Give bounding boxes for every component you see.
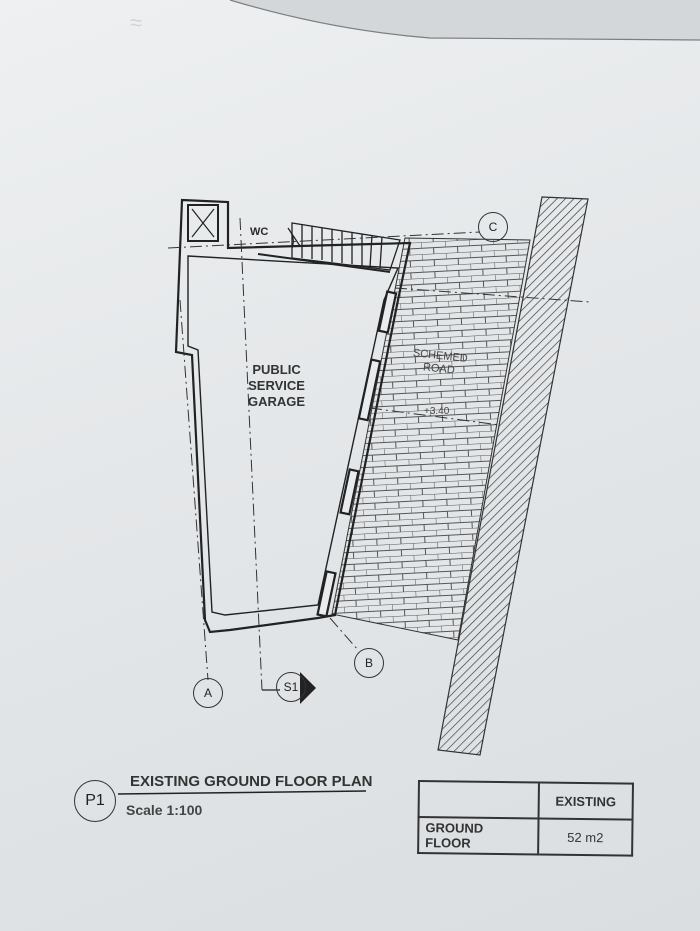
inner-wall xyxy=(187,255,400,616)
area-table: EXISTING GROUND FLOOR 52 m2 xyxy=(417,780,634,857)
grid-marker-b: B xyxy=(354,648,384,678)
grid-marker-c: C xyxy=(478,212,508,242)
road-label: SCHEMED ROAD xyxy=(411,347,468,379)
grid-lines xyxy=(167,217,591,691)
room-label: PUBLIC SERVICE GARAGE xyxy=(248,362,305,410)
drawing-scale: Scale 1:100 xyxy=(126,802,203,818)
area-table-blank xyxy=(418,781,539,819)
section-marker: S1 xyxy=(276,672,306,702)
area-table-header: EXISTING xyxy=(538,782,633,820)
pencil-mark: ≈ xyxy=(130,10,143,35)
drawing-code: P1 xyxy=(74,780,116,822)
title-underline xyxy=(118,790,367,795)
area-row-value: 52 m2 xyxy=(538,818,633,856)
shaft-box xyxy=(187,204,219,242)
drawing-title: EXISTING GROUND FLOOR PLAN xyxy=(130,773,373,790)
paper-curl xyxy=(230,0,700,40)
stair xyxy=(257,222,401,273)
retaining-wall-hatch xyxy=(437,196,589,756)
area-row-label: GROUND FLOOR xyxy=(418,817,539,855)
wc-label: WC xyxy=(250,226,269,238)
room-label-line: GARAGE xyxy=(248,394,306,409)
road-level: +3.40 xyxy=(424,406,450,417)
room-label-line: SERVICE xyxy=(248,378,305,393)
wall-piers xyxy=(316,290,398,618)
room-label-line: PUBLIC xyxy=(252,362,301,377)
grid-marker-a: A xyxy=(193,678,223,708)
table-row: GROUND FLOOR 52 m2 xyxy=(418,817,633,856)
